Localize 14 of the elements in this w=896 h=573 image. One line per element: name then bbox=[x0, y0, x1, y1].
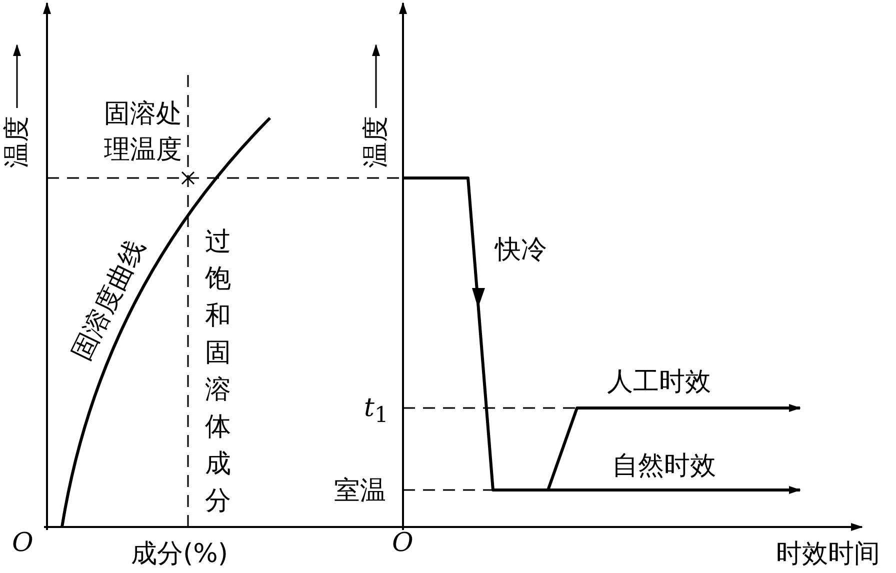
curve-label: 固溶度曲线 bbox=[66, 234, 152, 366]
axis-label: 成分(%) bbox=[131, 538, 228, 570]
origin-label: O bbox=[12, 527, 34, 559]
axis-label: 温度 bbox=[1, 116, 33, 168]
axis-label: 时效时间 bbox=[776, 538, 880, 570]
tick-label: 室温 bbox=[334, 475, 386, 507]
annotation-text: 人工时效 bbox=[607, 366, 711, 398]
origin-label: O bbox=[392, 527, 414, 559]
annotation-text: 自然时效 bbox=[612, 450, 716, 482]
tick-label: t$_{1}$ bbox=[364, 392, 388, 430]
annotation-text: 过饱和固溶体成分 bbox=[205, 226, 232, 518]
axis-label: 温度 bbox=[360, 116, 392, 168]
annotation-text: 快冷 bbox=[495, 234, 547, 266]
annotation-text: 固溶处理温度 bbox=[104, 98, 183, 167]
